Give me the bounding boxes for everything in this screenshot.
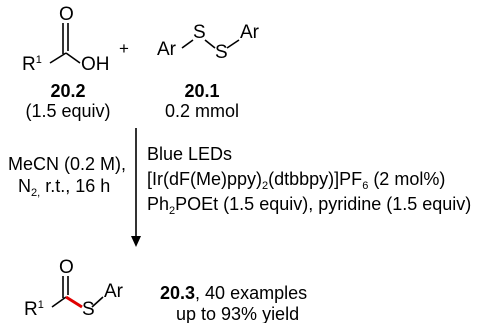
conditions-catalyst: [Ir(dF(Me)ppy)2(dtbbpy)]PF6 (2 mol%): [147, 169, 446, 192]
product-r-superscript: 1: [37, 299, 44, 311]
temp-time: r.t., 16 h: [40, 176, 111, 196]
reaction-arrow-head: [131, 236, 141, 247]
acid-c-r-bond: [49, 52, 67, 64]
product-aryl-group: Ar: [104, 281, 123, 302]
nitrogen-atom: N: [18, 176, 31, 196]
product-summary: 20.3, 40 examples: [160, 284, 307, 302]
conditions-atmosphere: N2, r.t., 16 h: [18, 176, 111, 199]
acid-r-letter: R: [22, 54, 36, 75]
acid-compound-code: 20.2: [50, 81, 86, 101]
reagent-rest: POEt (1.5 equiv), pyridine (1.5 equiv): [175, 194, 472, 214]
disulfide-sulfur-right: S: [215, 42, 228, 63]
conditions-solvent: MeCN (0.2 M),: [8, 154, 127, 174]
conditions-reagents: Ph2POEt (1.5 equiv), pyridine (1.5 equiv…: [147, 194, 472, 217]
plus-sign: +: [119, 39, 129, 58]
disulfide-aryl-right: Ar: [240, 22, 259, 43]
reagent-ph: Ph: [147, 194, 170, 214]
disulfide-compound-code: 20.1: [184, 81, 220, 101]
catalyst-part-b: (dtbbpy)]PF: [268, 169, 363, 189]
product-examples: , 40 examples: [195, 283, 308, 303]
disulfide-s-s-bond: [204, 39, 216, 49]
product-r1-group: R1: [24, 299, 44, 320]
catalyst-sub-1: 2: [262, 180, 269, 192]
product-compound-code: 20.3: [160, 283, 196, 303]
nitrogen-subscript: 2,: [31, 187, 41, 199]
acid-oxygen-atom: O: [59, 4, 74, 25]
conditions-light: Blue LEDs: [147, 144, 233, 164]
product-oxygen-atom: O: [59, 257, 74, 278]
acid-hydroxyl: OH: [81, 54, 110, 75]
product-s-ar-bond: [91, 296, 104, 308]
catalyst-sub-2: 6: [362, 180, 369, 192]
disulfide-amount: 0.2 mmol: [164, 101, 240, 121]
acid-r1-group: R1: [22, 54, 42, 75]
product-c-r-bond: [51, 296, 67, 308]
catalyst-loading: (2 mol%): [368, 169, 446, 189]
acid-r-superscript: 1: [35, 54, 42, 66]
product-yield: up to 93% yield: [176, 304, 300, 323]
disulfide-aryl-left: Ar: [157, 39, 176, 60]
disulfide-s-ar-bond: [226, 39, 240, 49]
disulfide-sulfur-left: S: [193, 22, 206, 43]
product-sulfur-atom: S: [82, 299, 95, 320]
product-r-letter: R: [24, 299, 38, 320]
product-new-cs-bond: [65, 295, 83, 309]
acid-c-oh-bond: [65, 52, 81, 64]
disulfide-ar-s-bond: [181, 39, 194, 49]
acid-amount: (1.5 equiv): [25, 101, 111, 121]
reagent-ph-subscript: 2: [169, 205, 176, 217]
catalyst-part-a: [Ir(dF(Me)ppy): [147, 169, 263, 189]
